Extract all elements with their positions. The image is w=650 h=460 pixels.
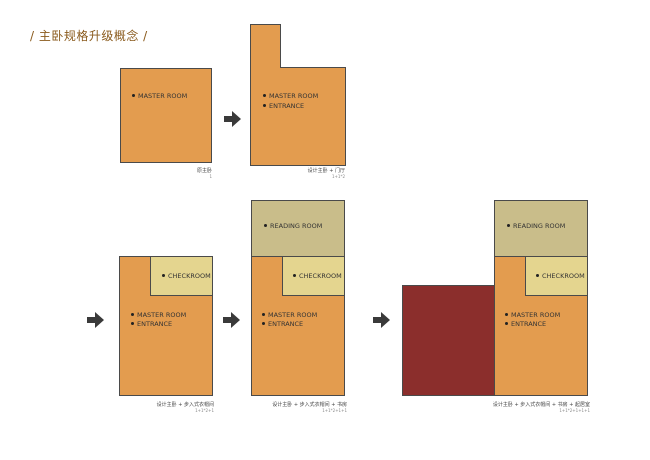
master-room-label: MASTER ROOM <box>505 311 560 319</box>
dot-icon <box>131 321 134 325</box>
entrance-label: ENTRANCE <box>505 320 546 328</box>
caption-master-entrance: 设计主卧 + 门厅 <box>307 168 345 174</box>
dot-icon <box>262 312 265 316</box>
entrance-label: ENTRANCE <box>263 102 304 110</box>
dot-icon <box>264 223 267 227</box>
reading-room-label: READING ROOM <box>507 222 565 230</box>
dot-icon <box>505 321 508 325</box>
dot-icon <box>162 273 165 277</box>
dot-icon <box>536 273 539 277</box>
entrance-label: ENTRANCE <box>131 320 172 328</box>
caption-master-entrance-sub: 1+1*2 <box>332 174 345 179</box>
checkroom-label: CHECKROOM <box>293 272 342 280</box>
dot-icon <box>131 312 134 316</box>
arrow-right-icon <box>224 111 241 127</box>
caption-checkroom-sub: 1+1*2+1 <box>195 408 214 413</box>
master-entrance-block <box>250 24 346 166</box>
master-room-label: MASTER ROOM <box>262 311 317 319</box>
dot-icon <box>505 312 508 316</box>
caption-reading-sub: 1+1*2+1+1 <box>322 408 347 413</box>
dot-icon <box>132 93 135 97</box>
caption-checkroom: 设计主卧 + 步入式衣帽间 <box>156 402 214 408</box>
dot-icon <box>263 93 266 97</box>
arrow-right-icon <box>87 312 104 328</box>
dot-icon <box>293 273 296 277</box>
reading-room-block <box>494 200 588 257</box>
reading-room-label: READING ROOM <box>264 222 322 230</box>
dot-icon <box>507 223 510 227</box>
checkroom-label: CHECKROOM <box>536 272 585 280</box>
dot-icon <box>262 321 265 325</box>
checkroom-block <box>282 256 345 296</box>
caption-suite-sub: 1+1*2+1+1+1 <box>559 408 590 413</box>
checkroom-block <box>525 256 588 296</box>
master-room-block <box>120 68 212 163</box>
caption-original: 原主卧 <box>196 168 212 174</box>
caption-suite: 设计主卧 + 步入式衣帽间 + 书房 + 起居室 <box>492 402 590 408</box>
caption-reading: 设计主卧 + 步入式衣帽间 + 书房 <box>272 402 347 408</box>
page-title: / 主卧规格升级概念 / <box>30 29 148 43</box>
master-room-label: MASTER ROOM <box>263 92 318 100</box>
suite-room-block <box>402 285 495 396</box>
arrow-right-icon <box>373 312 390 328</box>
checkroom-block <box>150 256 213 296</box>
entrance-label: ENTRANCE <box>262 320 303 328</box>
dot-icon <box>263 103 266 107</box>
caption-original-sub: 1 <box>209 174 212 179</box>
arrow-right-icon <box>223 312 240 328</box>
master-room-label: MASTER ROOM <box>131 311 186 319</box>
master-room-label: MASTER ROOM <box>132 92 187 100</box>
checkroom-label: CHECKROOM <box>162 272 211 280</box>
